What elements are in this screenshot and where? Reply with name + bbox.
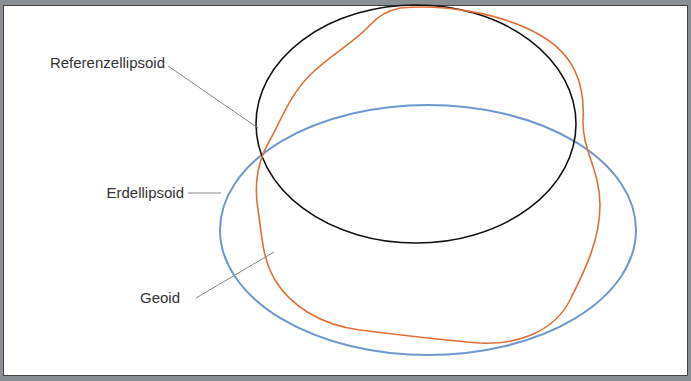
label-geoid: Geoid [140, 289, 180, 307]
leader-line [188, 193, 221, 194]
leader-line [196, 252, 274, 298]
label-earth-ellipsoid: Erdellipsoid [106, 184, 184, 202]
label-reference-ellipsoid: Referenzellipsoid [50, 54, 165, 72]
reference-ellipsoid [256, 5, 576, 243]
leader-line [168, 66, 258, 128]
geoid-outline [257, 7, 601, 343]
